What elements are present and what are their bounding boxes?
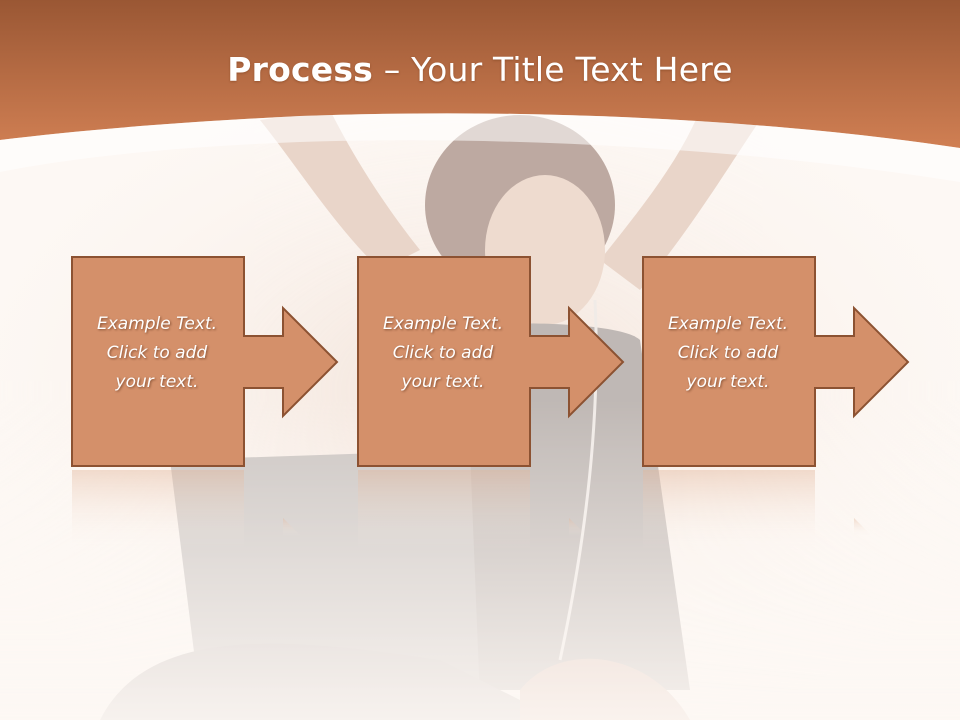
title-rest: – Your Title Text Here — [373, 50, 733, 89]
process-step-3[interactable]: Example Text. Click to add your text. — [642, 256, 910, 468]
title-bold: Process — [227, 50, 374, 89]
step-reflection — [357, 470, 625, 550]
step-line-3: your text. — [401, 372, 485, 392]
step-line-1: Example Text. — [96, 314, 218, 334]
arrow-box-shape — [642, 256, 910, 467]
step-line-2: Click to add — [677, 343, 779, 363]
step-reflection — [642, 470, 910, 550]
arrow-box-shape — [357, 256, 625, 467]
step-line-2: Click to add — [106, 343, 208, 363]
step-line-3: your text. — [115, 372, 199, 392]
process-step-1[interactable]: Example Text. Click to add your text. — [71, 256, 339, 468]
header-band — [0, 0, 960, 148]
step-reflection — [71, 470, 339, 550]
process-step-2[interactable]: Example Text. Click to add your text. — [357, 256, 625, 468]
step-text: Example Text. Click to add your text. — [71, 310, 243, 397]
step-text: Example Text. Click to add your text. — [642, 310, 814, 397]
arrow-box-shape — [71, 256, 339, 467]
step-line-3: your text. — [686, 372, 770, 392]
slide-title[interactable]: Process – Your Title Text Here — [0, 50, 960, 89]
step-line-1: Example Text. — [667, 314, 789, 334]
step-text: Example Text. Click to add your text. — [357, 310, 529, 397]
header-swoosh — [0, 113, 960, 182]
step-line-2: Click to add — [392, 343, 494, 363]
background-photo — [0, 110, 960, 720]
step-line-1: Example Text. — [382, 314, 504, 334]
